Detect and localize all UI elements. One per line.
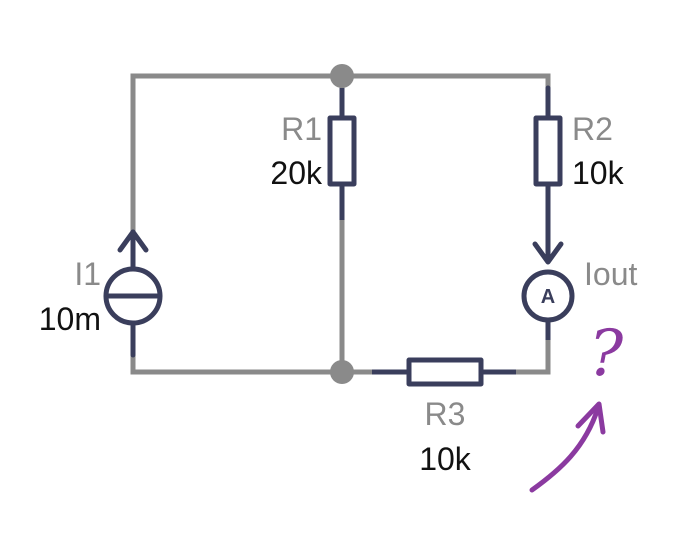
r1-value: 20k	[270, 155, 323, 191]
ammeter-name: Iout	[584, 256, 637, 292]
r2-name: R2	[572, 111, 613, 147]
r3-value: 10k	[419, 441, 472, 477]
i1-name: I1	[74, 256, 101, 292]
hand-drawn-arrow-icon	[529, 401, 606, 493]
current-direction-icon	[532, 241, 564, 265]
ammeter-symbol: A	[541, 286, 555, 308]
question-mark: ?	[589, 317, 624, 391]
r1-name: R1	[281, 111, 322, 147]
resistor-r3	[372, 357, 516, 387]
r3-name: R3	[425, 396, 466, 432]
current-source-icon	[103, 229, 163, 358]
node-bottom	[330, 360, 354, 384]
wire-bottom-left	[130, 355, 372, 375]
r2-value: 10k	[572, 155, 625, 191]
ammeter-icon: A	[521, 269, 575, 340]
wire-bottom-right	[516, 340, 551, 375]
resistor-r2	[532, 85, 564, 265]
resistor-r1	[327, 88, 357, 220]
node-top	[330, 64, 354, 88]
i1-value: 10m	[39, 301, 101, 337]
